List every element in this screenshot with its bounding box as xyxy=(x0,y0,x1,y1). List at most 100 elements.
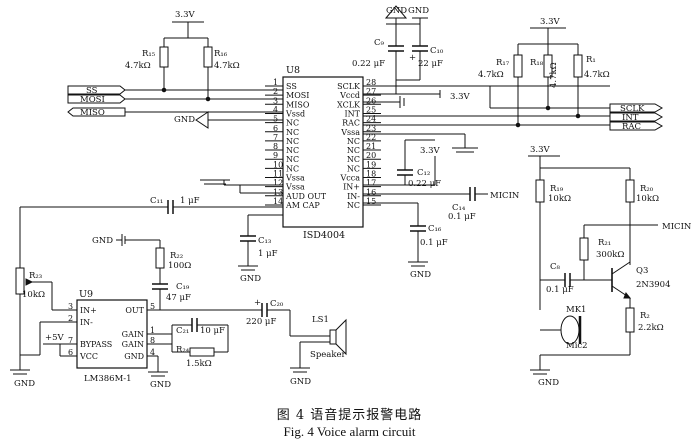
schematic-label: GND xyxy=(240,274,261,284)
schematic-label: R₂₁ xyxy=(598,238,611,248)
u8-pin-number: 24 xyxy=(366,115,376,124)
schematic-label: GND xyxy=(14,379,35,389)
schematic-label: 2.2kΩ xyxy=(638,323,664,333)
u8-pin-name: INT xyxy=(345,109,361,118)
schematic-label: R₁₉ xyxy=(550,184,564,194)
schematic-label: R₂₀ xyxy=(640,184,654,194)
rac-net-arrow xyxy=(609,121,664,131)
mosi-net-label: MOSI xyxy=(80,95,105,105)
u8-pin-name: SS xyxy=(286,82,297,91)
schematic-label: C₁₀ xyxy=(430,46,444,56)
gnd-vssd-arrow xyxy=(195,111,209,129)
u8-pin-name: NC xyxy=(347,164,360,173)
schematic-label: 47 μF xyxy=(166,293,191,303)
schematic-label: + xyxy=(254,298,261,308)
schematic-label: 0.1 μF xyxy=(546,285,574,295)
r21-resistor xyxy=(579,237,589,261)
schematic-label: GND xyxy=(386,6,407,16)
u8-pin-name: RAC xyxy=(342,119,360,128)
sclk-net-arrow xyxy=(609,103,664,113)
u8-pin-name: NC xyxy=(347,137,360,146)
schematic-label: MK1 xyxy=(566,305,586,315)
figure-caption-cn: 图 4 语音提示报警电路 xyxy=(276,408,423,423)
schematic-wire xyxy=(515,122,521,128)
schematic-wire xyxy=(25,278,34,286)
r22-resistor xyxy=(155,247,165,269)
schematic-label: C₁₆ xyxy=(428,224,442,234)
schematic-label: 100Ω xyxy=(168,261,191,271)
u8-pin-number: 19 xyxy=(366,160,376,169)
schematic-wire xyxy=(611,261,631,275)
u8-pin-name: SCLK xyxy=(337,82,361,91)
u9-pin-number: 3 xyxy=(68,302,73,311)
gnd-vssd-label: GND xyxy=(174,115,195,125)
schematic-label: 3.3V xyxy=(420,146,441,156)
u8-pin-name: NC xyxy=(286,128,299,137)
u8-pin-number: 6 xyxy=(273,124,278,133)
u8-pin-name: NC xyxy=(347,201,360,210)
u8-pin-number: 8 xyxy=(273,142,278,151)
schematic-label: R₂₃ xyxy=(29,271,42,281)
r15-resistor xyxy=(159,46,169,68)
voice-alarm-schematic: U8 ISD4004 SS1MOSI2MISO3Vssd4NC5NC6NC7NC… xyxy=(10,5,692,390)
u8-pin-name: Vccd xyxy=(339,91,360,100)
schematic-label: R₂₂ xyxy=(170,251,183,261)
schematic-label: C₂₁ xyxy=(176,326,189,336)
r2-resistor xyxy=(625,307,635,333)
schematic-label: R₂ xyxy=(640,311,650,321)
u8-pin-number: 5 xyxy=(273,115,278,124)
ss-net-arrow xyxy=(67,85,126,95)
schematic-label: R₁₈ xyxy=(530,58,544,68)
schematic-label: Speaker xyxy=(310,350,347,360)
u8-pin-number: 3 xyxy=(273,96,278,105)
schematic-label: 0.1 μF xyxy=(448,212,476,222)
schematic-label: 4.7kΩ xyxy=(125,61,151,71)
u8-pin-number: 1 xyxy=(273,78,278,87)
u9-pin-number: 8 xyxy=(150,336,155,345)
u8-body xyxy=(282,76,364,228)
u8-pin-number: 25 xyxy=(366,105,376,114)
u8-pin-number: 16 xyxy=(366,188,376,197)
u8-part: ISD4004 xyxy=(303,230,345,241)
r24-resistor xyxy=(189,347,215,357)
u8-pin-number: 12 xyxy=(273,179,283,188)
u9-pin-number: 6 xyxy=(68,348,73,357)
schematic-label: 4.7kΩ xyxy=(478,70,504,80)
mic-body xyxy=(560,315,580,345)
int-net-label: INT xyxy=(622,113,639,123)
schematic-label: MICIN xyxy=(662,222,692,232)
u8-pin-name: NC xyxy=(286,137,299,146)
u9-pin-number: 2 xyxy=(68,314,73,323)
u8-pin-number: 9 xyxy=(273,151,278,160)
u8-pin-name: Vssa xyxy=(285,183,305,192)
schematic-label: 3.3V xyxy=(450,92,471,102)
schematic-wire xyxy=(575,113,581,119)
u8-pin-number: 20 xyxy=(366,151,376,160)
schematic-label: 0.22 μF xyxy=(352,59,385,69)
u8-pin-name: MISO xyxy=(286,100,310,109)
u8-pin-number: 28 xyxy=(366,78,376,87)
u8-pins: SS1MOSI2MISO3Vssd4NC5NC6NC7NC8NC9NC10Vss… xyxy=(265,78,381,210)
u9-pin-name: VCC xyxy=(79,352,98,361)
schematic-label: +5V xyxy=(45,333,65,343)
u8-pin-number: 17 xyxy=(366,179,376,188)
u8-pin-name: IN+ xyxy=(343,183,360,192)
schematic-label: R₁₅ xyxy=(142,49,156,59)
schematic-label: C₁₂ xyxy=(417,168,430,178)
u8-pin-name: NC xyxy=(347,146,360,155)
miso-net-label: MISO xyxy=(80,108,105,118)
schematic-label: R₁₇ xyxy=(496,58,510,68)
speaker-cone xyxy=(335,318,347,356)
u8-pin-number: 26 xyxy=(366,96,376,105)
u8-pin-number: 11 xyxy=(273,170,283,179)
schematic-label: LM386M-1 xyxy=(84,374,132,384)
u8-pin-number: 27 xyxy=(366,87,376,96)
schematic-wire xyxy=(545,105,551,111)
schematic-label: C₁₁ xyxy=(150,196,163,206)
schematic-label: GND xyxy=(92,236,113,246)
rac-net-label: RAC xyxy=(622,122,641,132)
u8-pin-number: 15 xyxy=(366,197,376,206)
schematic-wire xyxy=(623,292,632,299)
u8-name: U8 xyxy=(286,65,300,76)
schematic-label: C₁₃ xyxy=(258,236,271,246)
